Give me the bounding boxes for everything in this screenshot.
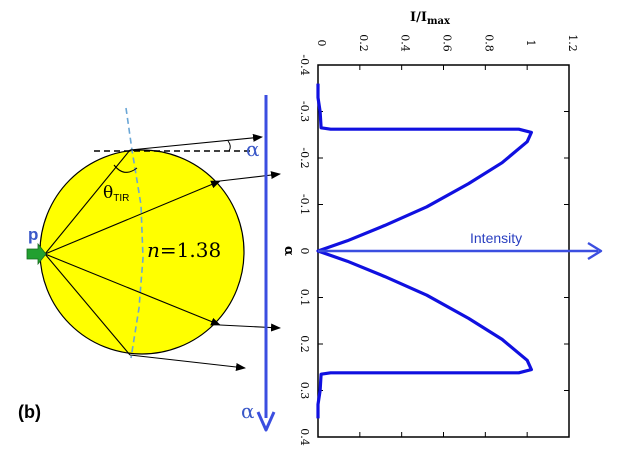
source-label: p [28, 225, 38, 244]
tir-angle-arc [113, 164, 138, 173]
y-tick-label: -0.3 [298, 101, 311, 122]
y-axis-ticks: -0.4 -0.3 -0.2 -0.1 0 0.1 0.2 0.3 0.4 [298, 54, 569, 446]
y-tick-label: 0.3 [298, 382, 311, 400]
refractive-index-label: n=1.38 [147, 238, 221, 262]
y-tick-label: -0.4 [298, 54, 311, 75]
intensity-arrow: Intensity [318, 230, 603, 261]
sphere-diagram: p θTIR n=1.38 α [26, 107, 281, 371]
figure-label: (b) [18, 402, 41, 422]
intensity-label: Intensity [470, 230, 522, 246]
ray-exit-top [129, 133, 263, 151]
x-tick-label: 0 [315, 40, 328, 47]
alpha-bottom-label: α [241, 399, 255, 423]
ray-exit-lower [219, 323, 281, 332]
ray-exit-bottom [129, 354, 246, 371]
x-tick-label: 1 [524, 40, 537, 47]
y-tick-label: 0.2 [298, 335, 311, 353]
x-tick-label: 1.2 [566, 34, 579, 52]
y-axis-title: α [281, 246, 296, 256]
ray-lower [44, 253, 221, 326]
critical-angle-label: θTIR [103, 183, 129, 204]
alpha-angle-arc [227, 140, 231, 152]
intensity-chart: 0 0.2 0.4 0.6 0.8 1 1.2 -0.4 -0.3 -0.2 -0.1 0 0.1 0.… [281, 10, 579, 446]
ray-upper [44, 180, 221, 255]
sphere-normal-dashed-axis [125, 107, 144, 359]
intensity-arrowhead-icon [587, 241, 603, 261]
x-tick-label: 0.2 [357, 34, 370, 52]
ray-internal-bottom [44, 253, 131, 356]
alpha-top-label: α [246, 137, 260, 161]
x-axis-title: I/Imax [410, 10, 451, 27]
source-arrow-icon [26, 242, 47, 266]
alpha-axis-arrowhead-icon [256, 411, 276, 432]
ray-exit-upper [219, 171, 281, 182]
alpha-axis-arrow: α [241, 95, 276, 432]
y-tick-label: -0.1 [298, 194, 311, 215]
y-tick-label: 0.4 [298, 428, 311, 446]
y-tick-label: -0.2 [298, 147, 311, 168]
x-axis-ticks: 0 0.2 0.4 0.6 0.8 1 1.2 [315, 34, 579, 437]
x-tick-label: 0.4 [399, 34, 412, 52]
x-tick-label: 0.8 [482, 34, 495, 52]
y-tick-label: 0 [298, 248, 311, 255]
y-tick-label: 0.1 [298, 289, 311, 307]
x-tick-label: 0.6 [441, 34, 454, 52]
